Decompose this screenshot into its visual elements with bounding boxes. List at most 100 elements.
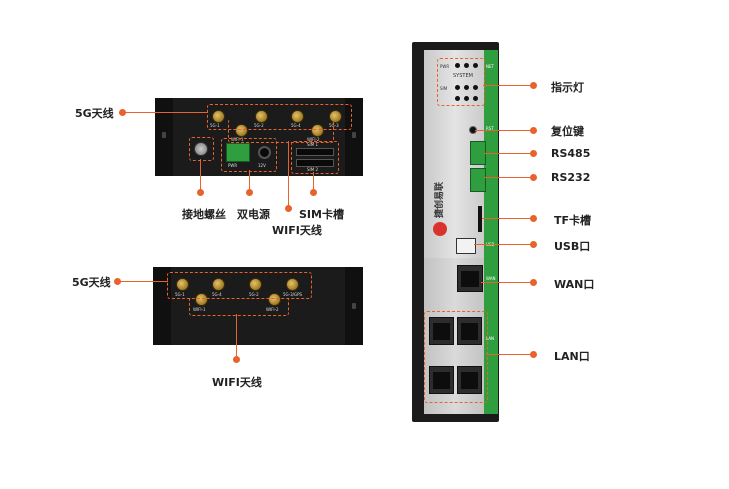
lan-ethernet-port — [457, 366, 482, 394]
callout-line — [484, 153, 531, 155]
antenna-connector — [255, 110, 268, 123]
lan-ethernet-port — [429, 366, 454, 394]
connector-text: 5G-1 — [175, 292, 185, 297]
brand-logo-icon — [433, 222, 447, 236]
callout-line — [474, 244, 531, 246]
mount-hole — [352, 303, 356, 309]
sim-group-box — [291, 141, 339, 174]
antenna-group-box — [167, 272, 312, 299]
brand-name: 捷创易联 — [435, 181, 445, 218]
callout-dot — [530, 279, 537, 286]
callout-dot — [246, 189, 253, 196]
label-wifi-antenna-bottom: WIFI天线 — [212, 376, 262, 389]
callout-dot — [119, 109, 126, 116]
connector-text: WIFI-2 — [307, 137, 320, 142]
connector-text: SIM 2 — [307, 167, 318, 172]
callout-line — [236, 314, 238, 357]
led-indicator-icon — [455, 96, 460, 101]
grounding-group-box — [189, 137, 214, 161]
antenna-connector — [249, 278, 262, 291]
indicator-group-box — [437, 58, 485, 106]
led-indicator-icon — [464, 63, 469, 68]
connector-text: WIFI-1 — [231, 137, 244, 142]
callout-dot — [530, 150, 537, 157]
led-indicator-icon — [464, 85, 469, 90]
connector-text: 12V — [258, 163, 266, 168]
power-group-box — [221, 138, 277, 172]
label-reset-key: 复位键 — [551, 125, 584, 138]
callout-dot — [530, 127, 537, 134]
sim-slot — [296, 159, 334, 167]
callout-dot — [233, 356, 240, 363]
connector-text: 5G-2 — [249, 292, 259, 297]
led-indicator-icon — [464, 96, 469, 101]
callout-line — [249, 170, 251, 190]
callout-dot — [197, 189, 204, 196]
antenna-connector — [176, 278, 189, 291]
panel-text: NET — [486, 64, 494, 69]
led-indicator-icon — [473, 85, 478, 90]
panel-text: LAN — [486, 336, 495, 341]
label-rs485: RS485 — [551, 147, 591, 160]
dc-jack — [258, 146, 271, 159]
antenna-connector — [212, 278, 225, 291]
wifi-antenna-group-box — [189, 297, 289, 316]
callout-dot — [530, 241, 537, 248]
callout-line — [484, 177, 531, 179]
mount-hole — [352, 132, 356, 138]
connector-text: SIM 1 — [307, 142, 318, 147]
antenna-connector — [268, 293, 281, 306]
label-tf-slot: TF卡槽 — [554, 214, 592, 227]
callout-line — [475, 130, 531, 132]
connector-text: 5G-3/GPS — [283, 292, 303, 297]
sim-slot — [296, 148, 334, 156]
connector-text: WIFI-2 — [266, 307, 279, 312]
label-usb-port: USB口 — [554, 240, 591, 253]
callout-line — [120, 281, 168, 283]
antenna-connector — [235, 124, 248, 137]
connector-text: 5G-1 — [210, 123, 220, 128]
callout-line — [313, 172, 315, 190]
connector-text: WIFI-1 — [193, 307, 206, 312]
callout-dot — [530, 351, 537, 358]
led-indicator-icon — [473, 63, 478, 68]
callout-line — [486, 354, 531, 356]
grounding-screw-icon — [194, 142, 208, 156]
power-terminal — [226, 143, 250, 162]
tf-card-slot — [478, 206, 482, 232]
panel-text: PWR — [440, 64, 450, 69]
callout-dot — [310, 189, 317, 196]
panel-text: WAN — [486, 276, 496, 281]
label-lan-port: LAN口 — [554, 350, 590, 363]
callout-line — [482, 218, 531, 220]
antenna-connector — [286, 278, 299, 291]
callout-dot — [114, 278, 121, 285]
antenna-group-box — [207, 104, 352, 130]
panel-text: RST — [486, 126, 494, 131]
callout-line — [288, 141, 290, 207]
antenna-connector — [195, 293, 208, 306]
antenna-connector — [212, 110, 225, 123]
led-indicator-icon — [455, 63, 460, 68]
callout-line — [483, 85, 531, 87]
label-grounding-screw: 接地螺丝 — [182, 208, 226, 221]
connector-text: 5G-4 — [291, 123, 301, 128]
wan-ethernet-port — [457, 265, 483, 292]
mount-hole — [162, 132, 166, 138]
callout-line — [481, 282, 531, 284]
connector-text: 5G-4 — [212, 292, 222, 297]
callout-dot — [285, 205, 292, 212]
led-indicator-icon — [455, 85, 460, 90]
wifi-antenna-group-box — [228, 119, 334, 143]
unit-end-cap-left — [153, 267, 171, 345]
callout-dot — [530, 82, 537, 89]
connector-text: 5G-2 — [254, 123, 264, 128]
antenna-connector — [291, 110, 304, 123]
label-5g-antenna-top: 5G天线 — [75, 107, 114, 120]
callout-dot — [530, 174, 537, 181]
label-sim-slot: SIM卡槽 — [299, 208, 344, 221]
label-wan-port: WAN口 — [554, 278, 595, 291]
label-5g-antenna-bottom: 5G天线 — [72, 276, 111, 289]
panel-text: SYSTEM — [453, 73, 473, 79]
label-dual-power: 双电源 — [237, 208, 270, 221]
